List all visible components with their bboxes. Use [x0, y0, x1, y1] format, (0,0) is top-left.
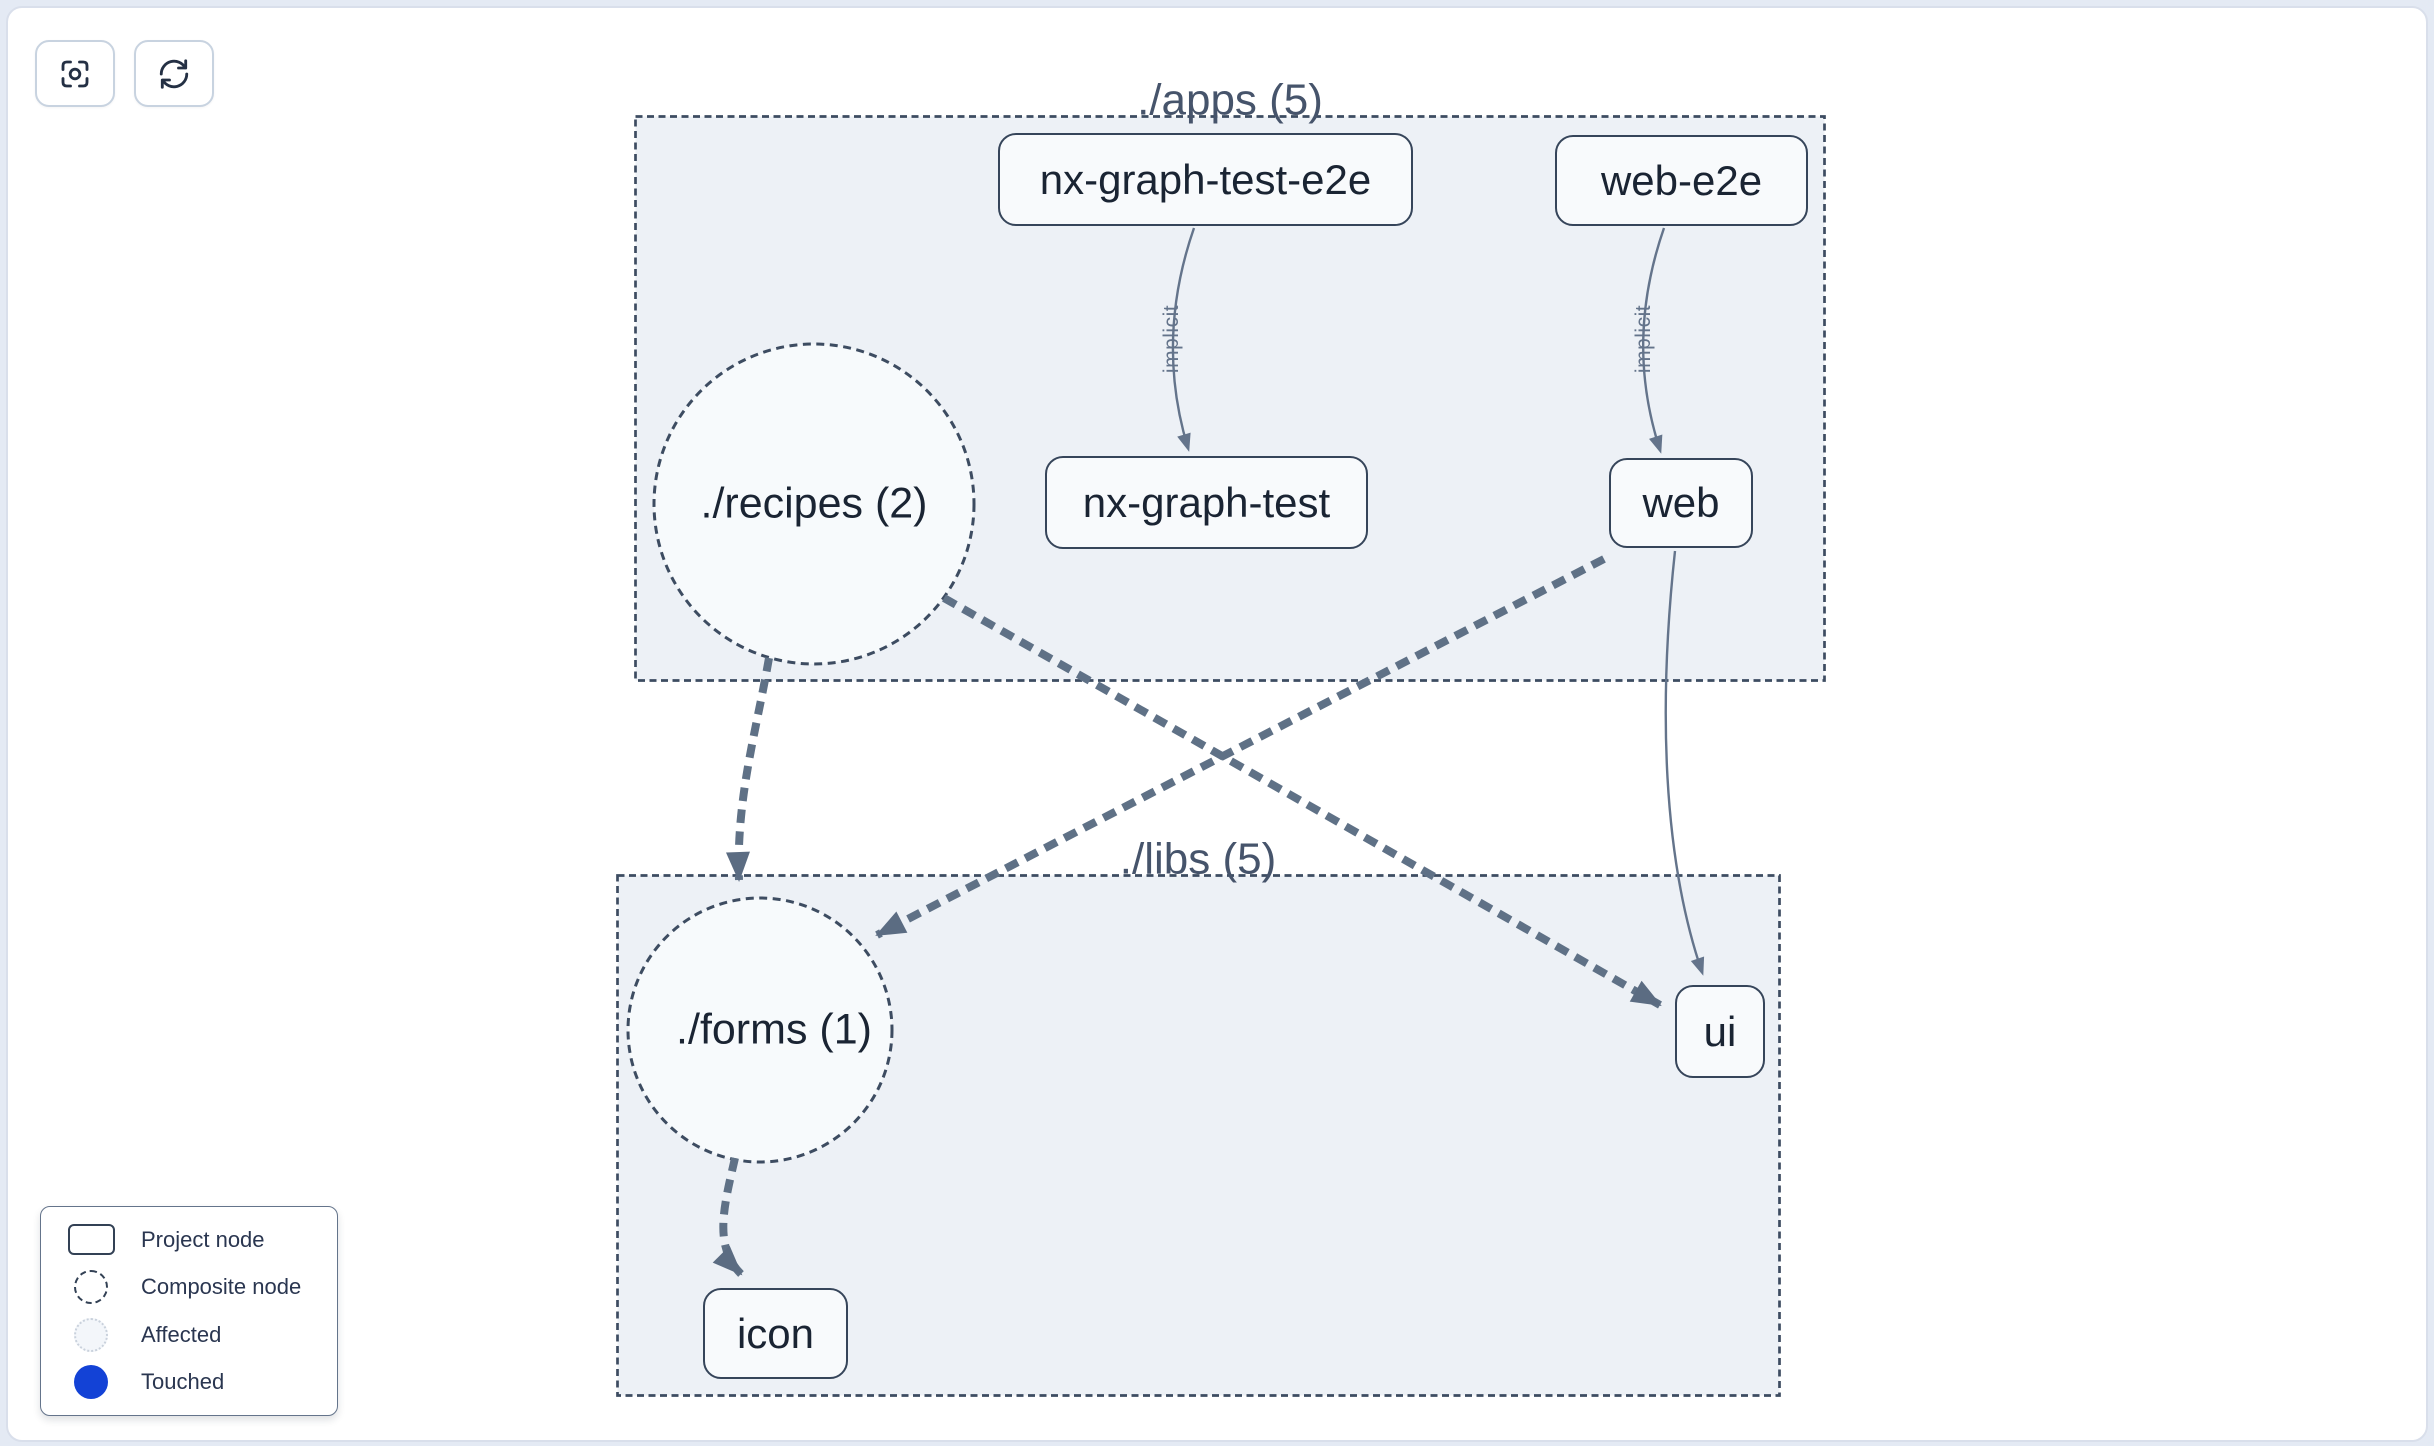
nodes-layer: nx-graph-test-e2e web-e2e nx-graph-test … [8, 8, 2426, 1440]
legend-row-project-node: Project node [41, 1217, 337, 1263]
legend: Project node Composite node Affected Tou… [40, 1206, 338, 1416]
legend-label-affected: Affected [141, 1321, 222, 1347]
refresh-icon [159, 58, 189, 89]
legend-composite-node-icon [74, 1270, 108, 1305]
legend-row-affected: Affected [41, 1312, 337, 1358]
legend-row-touched: Touched [41, 1359, 337, 1405]
legend-label-composite-node: Composite node [141, 1274, 302, 1300]
composite-node-forms-label[interactable]: ./forms (1) [676, 1005, 872, 1054]
legend-touched-icon [74, 1365, 108, 1400]
legend-label-project-node: Project node [141, 1226, 265, 1252]
legend-row-composite-node: Composite node [41, 1264, 337, 1310]
project-node-ui[interactable]: ui [1675, 985, 1765, 1078]
project-node-icon[interactable]: icon [703, 1288, 848, 1379]
legend-affected-icon [74, 1317, 108, 1352]
project-node-web[interactable]: web [1609, 458, 1753, 548]
focus-selection-button[interactable] [35, 40, 115, 107]
project-node-nx-graph-test-e2e[interactable]: nx-graph-test-e2e [998, 133, 1413, 226]
project-node-nx-graph-test[interactable]: nx-graph-test [1045, 456, 1368, 549]
composite-node-recipes-label[interactable]: ./recipes (2) [700, 479, 928, 528]
legend-label-touched: Touched [141, 1369, 225, 1395]
graph-canvas[interactable]: ./apps (5) ./libs (5) ./recipes (2) ./fo… [6, 6, 2428, 1442]
legend-project-node-icon [67, 1224, 115, 1256]
project-node-web-e2e[interactable]: web-e2e [1555, 135, 1808, 226]
scan-focus-icon [61, 60, 89, 87]
group-label-apps: ./apps (5) [1137, 75, 1323, 125]
refresh-graph-button[interactable] [134, 40, 214, 107]
